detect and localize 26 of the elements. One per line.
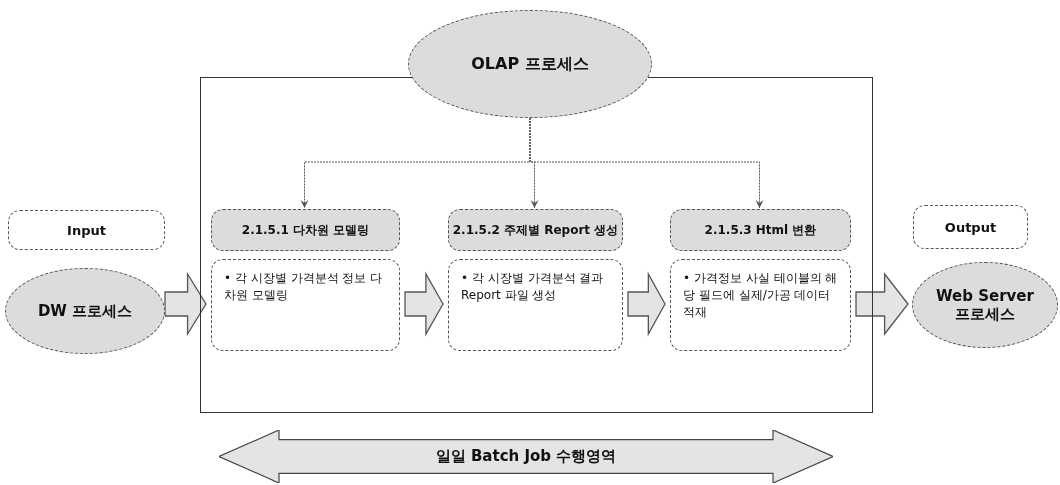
step-header [670, 209, 851, 251]
description-text: • 각 시장별 가격분석 정보 다차원 모델링 [224, 270, 384, 304]
block-arrow [627, 271, 666, 337]
description-text: • 가격정보 사실 테이블의 해당 필드에 실제/가공 데이터 적재 [683, 270, 838, 321]
band-label: 일일 Batch Job 수행영역 [435, 447, 617, 466]
node-label: Web Server 프로세스 [935, 286, 1035, 324]
node-label: 2.1.5.3 Html 변환 [704, 221, 817, 239]
block-arrow [404, 271, 444, 337]
step-header [211, 209, 400, 251]
label-box [913, 205, 1028, 249]
node-label: DW 프로세스 [37, 301, 133, 321]
node-label: Input [67, 222, 106, 238]
block-arrow [855, 272, 909, 336]
step-header [448, 209, 623, 251]
description-box [211, 259, 400, 351]
label-box [8, 210, 165, 250]
description-text: • 각 시장별 가격분석 결과 Report 파일 생성 [461, 270, 605, 304]
node-label: 2.1.5.2 주제별 Report 생성 [452, 221, 619, 239]
double-arrow-band [219, 430, 833, 483]
node-label: OLAP 프로세스 [471, 53, 589, 75]
description-box [448, 259, 623, 351]
description-box [670, 259, 851, 351]
block-arrow [164, 271, 207, 337]
connector-arrow [529, 117, 764, 209]
node-label: Output [944, 219, 997, 235]
node-label: 2.1.5.1 다차원 모델링 [241, 221, 370, 239]
